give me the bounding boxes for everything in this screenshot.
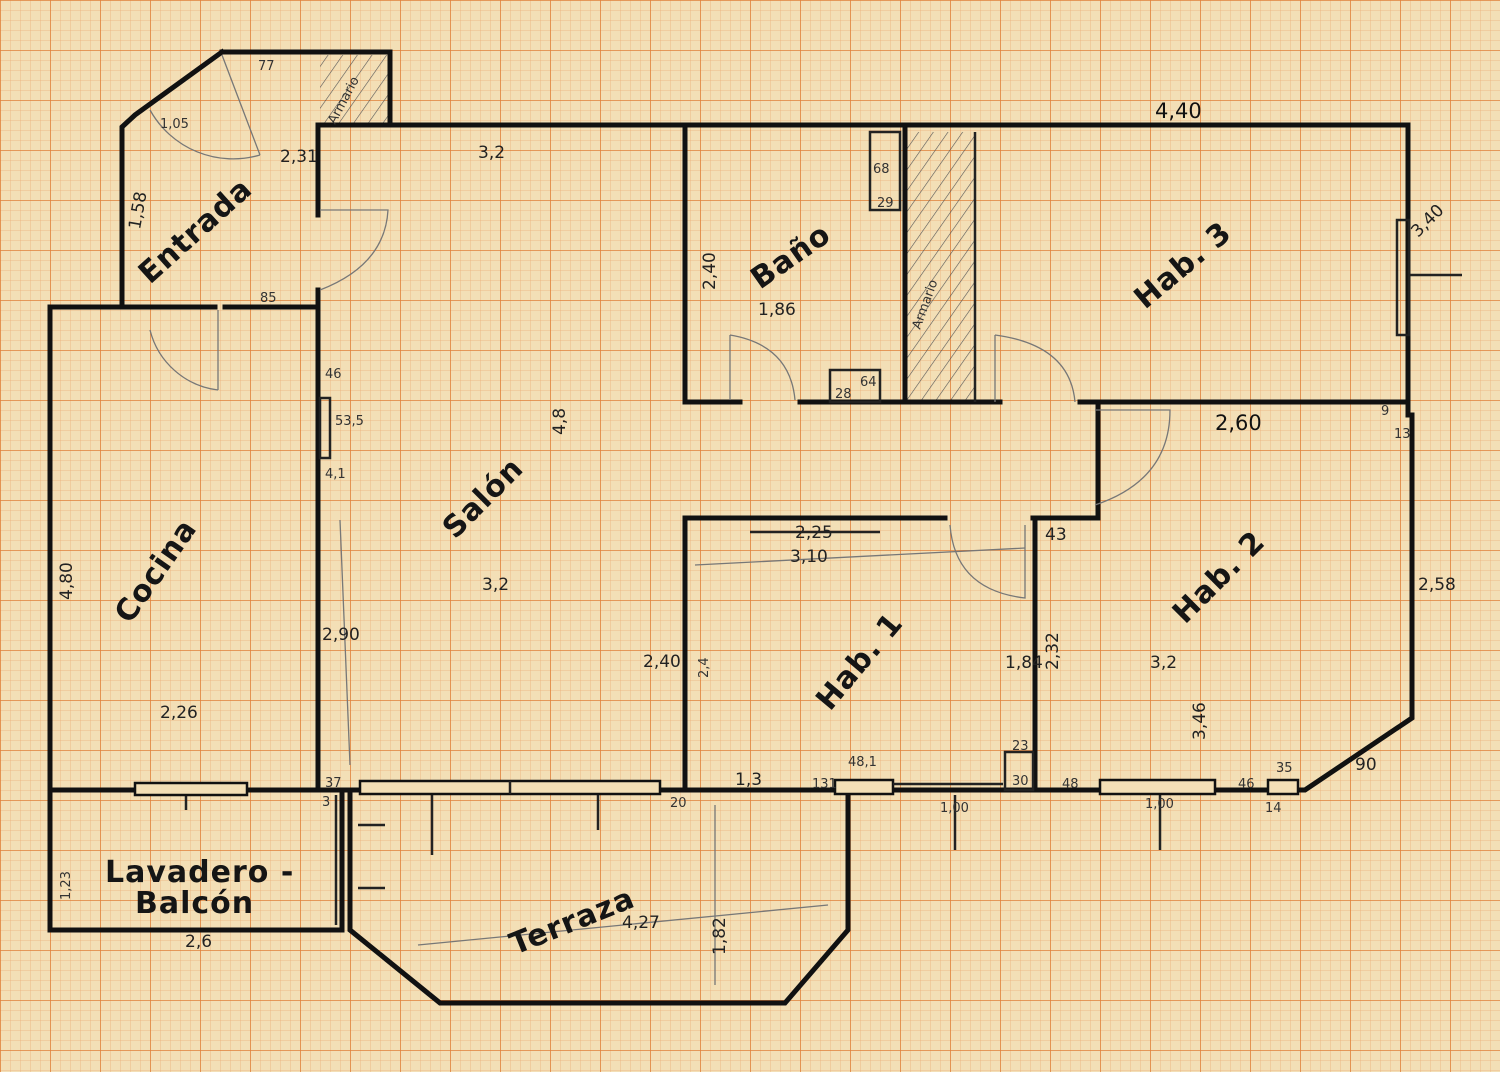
dim-hab1-131: 131 — [812, 777, 837, 792]
dim-hab1-310: 3,10 — [790, 547, 828, 567]
dim-salon-32: 3,2 — [482, 575, 509, 595]
dim-bano-186: 1,86 — [758, 300, 796, 320]
dim-bano-29: 29 — [877, 196, 894, 211]
dim-top-440: 4,40 — [1155, 99, 1202, 123]
dim-pas-9: 9 — [1381, 404, 1389, 419]
dim-hab1-24: 2,4 — [697, 657, 712, 678]
entrada-wardrobe-hatch — [320, 55, 388, 125]
dim-hab2-184: 1,84 — [1005, 653, 1043, 673]
dim-hab2-43: 43 — [1045, 525, 1067, 545]
dim-bano-240: 2,40 — [700, 252, 720, 290]
dim-cocina-37: 37 — [325, 776, 342, 791]
dim-hab2-23: 23 — [1012, 739, 1029, 754]
dim-salon-48: 4,8 — [550, 408, 570, 435]
details — [184, 130, 1462, 985]
window-cocina — [133, 781, 249, 797]
dim-hab1-100: 1,00 — [940, 801, 969, 816]
dim-pas-13: 13 — [1394, 427, 1411, 442]
room-label-balcon: Balcón — [135, 886, 254, 921]
dim-hab2-346: 3,46 — [1190, 702, 1210, 740]
window-hab2 — [1098, 778, 1217, 796]
dim-cocina-85: 85 — [260, 291, 277, 306]
dim-pas-260: 2,60 — [1215, 411, 1262, 435]
dim-cocina-3: 3 — [322, 795, 330, 810]
dim-bano-28: 28 — [835, 387, 852, 402]
dim-salon-top-32: 3,2 — [478, 143, 505, 163]
dim-entrada-231: 2,31 — [280, 147, 318, 167]
dim-hab2-32: 3,2 — [1150, 653, 1177, 673]
window-hab1 — [833, 778, 895, 796]
dim-hab2-90: 90 — [1355, 755, 1377, 775]
dim-hab1-225: 2,25 — [795, 523, 833, 543]
dim-lav-26: 2,6 — [185, 932, 212, 952]
dim-hab1-240: 2,40 — [643, 652, 681, 672]
dim-hab2-35: 35 — [1276, 761, 1293, 776]
dim-hab2-232: 2,32 — [1043, 632, 1063, 670]
dim-hab2-14: 14 — [1265, 801, 1282, 816]
room-label-lavadero: Lavadero - — [105, 855, 294, 890]
dim-lav-123: 1,23 — [59, 871, 74, 900]
dim-bano-68: 68 — [873, 162, 890, 177]
dim-hab2-46: 46 — [1238, 777, 1255, 792]
dim-cocina-226: 2,26 — [160, 703, 198, 723]
dim-hab1-13: 1,3 — [735, 770, 762, 790]
dim-cocina-480: 4,80 — [57, 562, 77, 600]
dim-entrada-105: 1,05 — [160, 117, 189, 132]
dim-hab1-20: 20 — [670, 796, 687, 811]
dim-bano-64: 64 — [860, 375, 877, 390]
dim-hab1-481: 48,1 — [848, 755, 877, 770]
dim-ter-427: 4,27 — [622, 913, 660, 933]
dim-hab2-100: 1,00 — [1145, 797, 1174, 812]
windows — [133, 778, 1300, 797]
doors — [149, 54, 1171, 599]
dim-salon-46: 46 — [325, 367, 342, 382]
dim-salon-290: 2,90 — [322, 625, 360, 645]
dim-hab2-30: 30 — [1012, 774, 1029, 789]
walls — [47, 48, 1415, 1006]
dim-salon-41: 4,1 — [325, 467, 346, 482]
dim-hab2-48: 48 — [1062, 777, 1079, 792]
dim-hab2-258: 2,58 — [1418, 575, 1456, 595]
dim-salon-535: 53,5 — [335, 414, 364, 429]
dim-entrada-77: 77 — [258, 59, 275, 74]
hab3-wardrobe-hatch — [906, 132, 974, 402]
window-hab2-corner — [1266, 778, 1300, 796]
dim-ter-182: 1,82 — [710, 917, 730, 955]
